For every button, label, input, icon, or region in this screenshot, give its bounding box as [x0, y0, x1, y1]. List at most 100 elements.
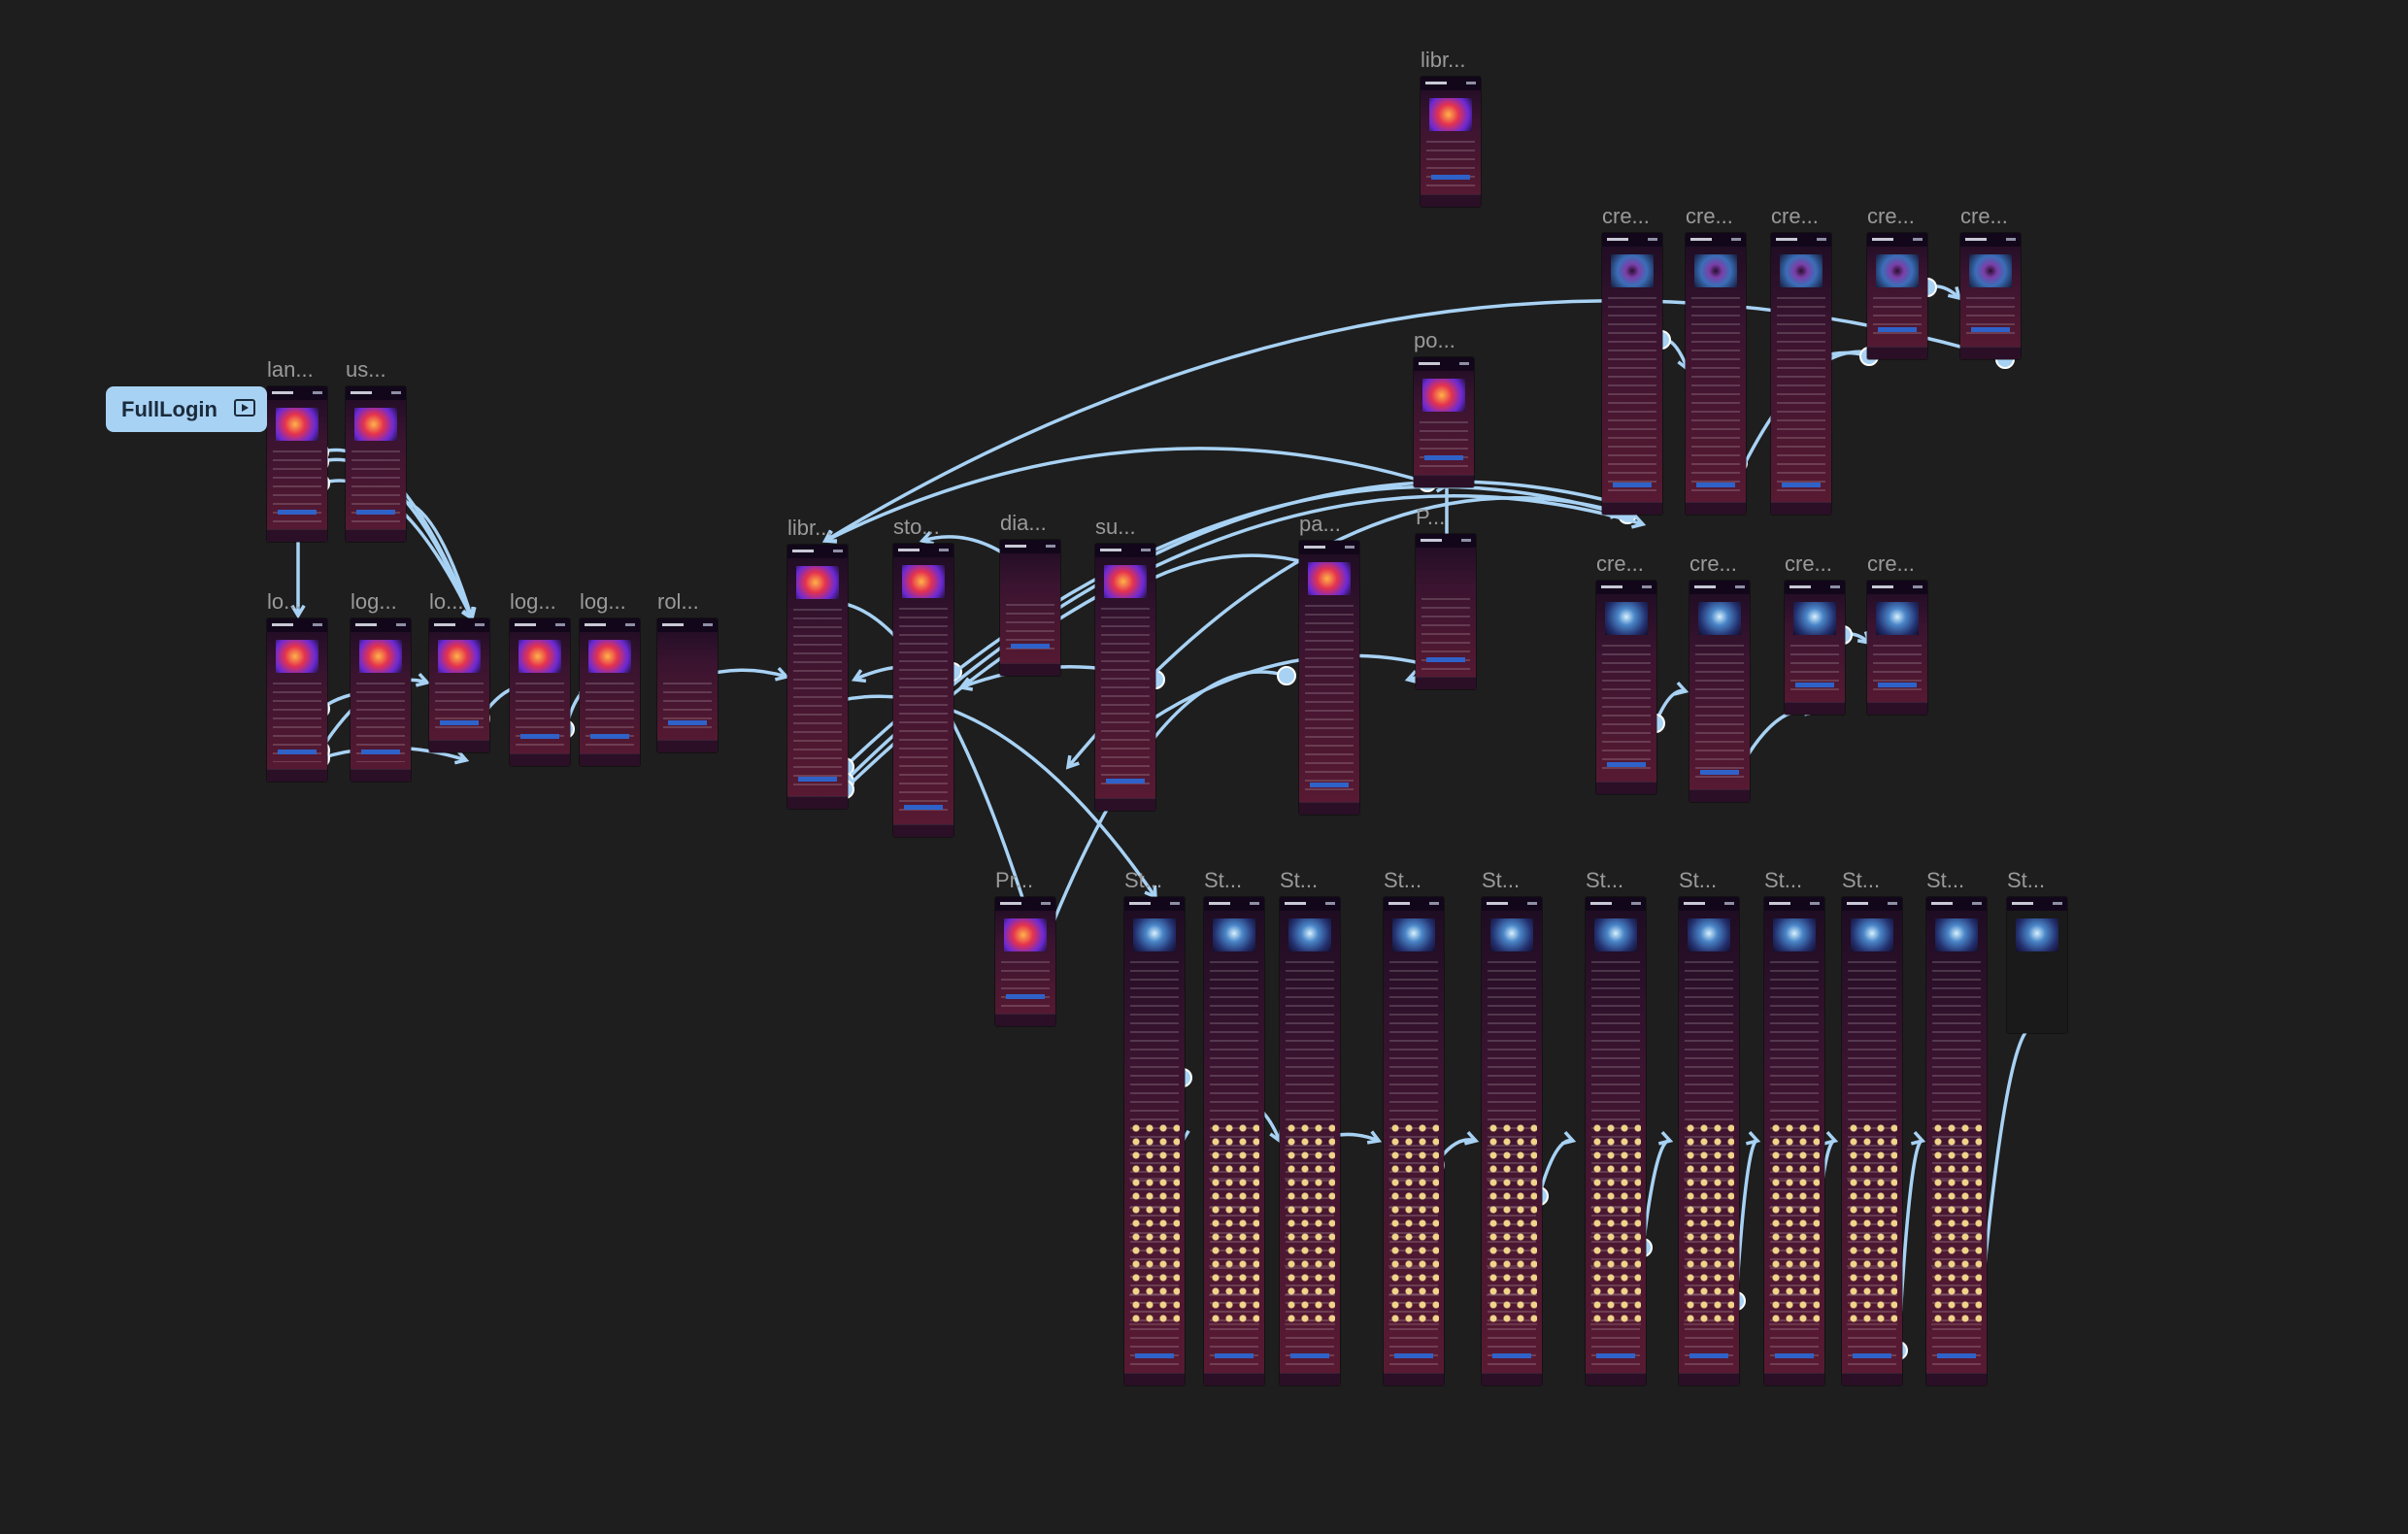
frame-header: [1867, 581, 1927, 594]
frame-log5[interactable]: [580, 618, 640, 766]
frame-libr-main[interactable]: [787, 545, 848, 809]
frame-label[interactable]: dia...: [1000, 511, 1047, 535]
frame-label[interactable]: rol...: [657, 589, 699, 614]
frame-label[interactable]: cre...: [1686, 204, 1733, 228]
frame-cre4[interactable]: [1867, 233, 1927, 359]
frame-label[interactable]: St...: [1482, 868, 1521, 892]
frame-label[interactable]: St...: [1124, 868, 1163, 892]
frame-header: [1204, 897, 1264, 911]
frame-label[interactable]: libr...: [1421, 48, 1466, 72]
frame-label[interactable]: P...: [1416, 505, 1446, 529]
frame-label[interactable]: po...: [1414, 328, 1455, 352]
frame-label[interactable]: St...: [1384, 868, 1422, 892]
frame-label[interactable]: log...: [580, 589, 626, 614]
frame-cre8[interactable]: [1785, 581, 1845, 715]
frame-primary-button: [1775, 1353, 1814, 1358]
frame-cre6[interactable]: [1596, 581, 1656, 794]
frame-libr-top[interactable]: [1421, 77, 1481, 207]
frame-label[interactable]: libr...: [787, 516, 833, 540]
frame-label[interactable]: cre...: [1867, 204, 1915, 228]
frame-St5[interactable]: [1482, 897, 1542, 1385]
frame-label[interactable]: St...: [2007, 868, 2046, 892]
prototype-connector[interactable]: [843, 494, 1644, 791]
frame-P[interactable]: [1416, 534, 1476, 689]
frame-content-lines: [1790, 645, 1839, 695]
frame-us[interactable]: [346, 386, 406, 542]
frame-St3[interactable]: [1280, 897, 1340, 1385]
frame-header: [1679, 897, 1739, 911]
frame-bottom-nav: [267, 769, 327, 782]
frame-label[interactable]: log...: [351, 589, 397, 614]
frame-bottom-nav: [995, 1014, 1055, 1026]
prototype-connector[interactable]: [1537, 1138, 1574, 1197]
frame-label[interactable]: us...: [346, 357, 386, 382]
frame-sto[interactable]: [893, 544, 953, 837]
frame-Pr[interactable]: [995, 897, 1055, 1026]
frame-label[interactable]: cre...: [1596, 551, 1644, 576]
frame-cre3[interactable]: [1771, 233, 1831, 515]
frame-label[interactable]: log...: [510, 589, 556, 614]
frame-St1[interactable]: [1124, 897, 1185, 1385]
frame-cre2[interactable]: [1686, 233, 1746, 515]
frame-bottom-nav: [657, 740, 718, 752]
frame-label[interactable]: cre...: [1602, 204, 1650, 228]
frame-label[interactable]: St...: [1842, 868, 1881, 892]
frame-St6[interactable]: [1586, 897, 1646, 1385]
frame-label[interactable]: St...: [1204, 868, 1243, 892]
frame-pa[interactable]: [1299, 541, 1359, 815]
frame-cre1[interactable]: [1602, 233, 1662, 515]
frame-label[interactable]: Pr...: [995, 868, 1034, 892]
frame-label[interactable]: St...: [1280, 868, 1319, 892]
connector-arrowhead: [1823, 1130, 1839, 1146]
frame-dia[interactable]: [1000, 540, 1060, 676]
frame-label[interactable]: pa...: [1299, 512, 1341, 536]
prototype-connector[interactable]: [824, 447, 1428, 543]
frame-bottom-nav: [1384, 1373, 1444, 1385]
frame-label[interactable]: cre...: [1785, 551, 1832, 576]
frame-St7[interactable]: [1679, 897, 1739, 1385]
frame-primary-button: [1795, 683, 1834, 687]
frame-label[interactable]: su...: [1095, 515, 1136, 539]
prototype-connector[interactable]: [843, 484, 1622, 769]
frame-log4[interactable]: [510, 618, 570, 766]
frame-cre7[interactable]: [1689, 581, 1750, 802]
frame-label[interactable]: lo...: [429, 589, 464, 614]
frame-label[interactable]: St...: [1586, 868, 1624, 892]
frame-label[interactable]: lo...: [267, 589, 302, 614]
frame-bottom-nav: [1842, 1373, 1902, 1385]
frame-content-lines: [899, 608, 948, 817]
connector-start-handle[interactable]: [1277, 666, 1296, 685]
prototype-connector[interactable]: [1734, 1139, 1758, 1302]
frame-label[interactable]: St...: [1926, 868, 1965, 892]
frame-St2[interactable]: [1204, 897, 1264, 1385]
prototype-connector[interactable]: [821, 694, 1157, 898]
frame-po[interactable]: [1414, 357, 1474, 487]
frame-label[interactable]: cre...: [1771, 204, 1819, 228]
prototype-connector[interactable]: [1122, 653, 1448, 740]
prototype-connector[interactable]: [1736, 708, 1817, 773]
frame-label[interactable]: sto...: [893, 515, 940, 539]
frame-St11[interactable]: [2007, 897, 2067, 1033]
prototype-connector[interactable]: [843, 480, 1642, 784]
frame-label[interactable]: cre...: [1689, 551, 1737, 576]
frame-rol[interactable]: [657, 618, 718, 752]
frame-log2[interactable]: [351, 618, 411, 782]
frame-lo3[interactable]: [429, 618, 489, 752]
frame-cre9[interactable]: [1867, 581, 1927, 715]
flow-start-badge[interactable]: FullLogin: [106, 386, 267, 432]
frame-cre5[interactable]: [1960, 233, 2021, 359]
frame-lo1[interactable]: [267, 618, 327, 782]
frame-St4[interactable]: [1384, 897, 1444, 1385]
prototype-connector[interactable]: [1641, 1139, 1671, 1249]
frame-St10[interactable]: [1926, 897, 1987, 1385]
frame-su[interactable]: [1095, 544, 1155, 811]
frame-label[interactable]: cre...: [1867, 551, 1915, 576]
frame-label[interactable]: St...: [1764, 868, 1803, 892]
prototype-play-icon[interactable]: [234, 399, 255, 417]
frame-St9[interactable]: [1842, 897, 1902, 1385]
frame-St8[interactable]: [1764, 897, 1824, 1385]
frame-lan[interactable]: [267, 386, 327, 542]
frame-label[interactable]: lan...: [267, 357, 314, 382]
frame-label[interactable]: St...: [1679, 868, 1718, 892]
frame-label[interactable]: cre...: [1960, 204, 2008, 228]
